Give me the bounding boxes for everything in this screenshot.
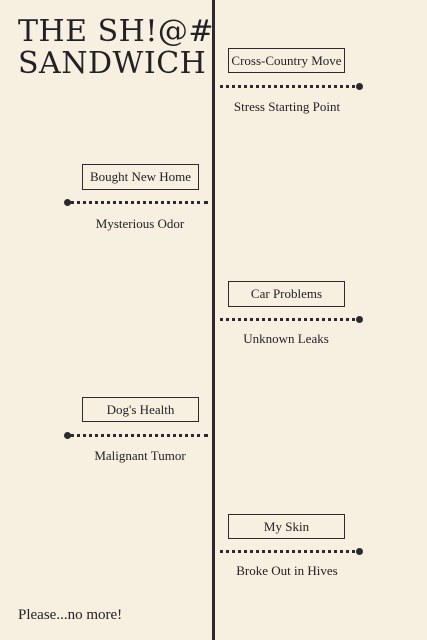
event-caption: Stress Starting Point	[233, 99, 341, 114]
event-connector-line	[220, 550, 355, 553]
event-box-bought-new-home: Bought New Home	[82, 164, 199, 190]
event-caption: Broke Out in Hives	[236, 563, 338, 578]
event-caption: Malignant Tumor	[94, 448, 186, 463]
event-box-car-problems: Car Problems	[228, 281, 345, 307]
event-label: My Skin	[263, 518, 310, 534]
footer-text: Please...no more!	[18, 607, 123, 623]
event-endpoint-dot	[64, 199, 71, 206]
event-connector-line	[220, 318, 355, 321]
event-connector-line	[70, 434, 208, 437]
event-endpoint-dot	[356, 548, 363, 555]
page-title: THE SH!@# SANDWICH	[18, 16, 214, 80]
event-connector-line	[70, 201, 208, 204]
title-line-2: SANDWICH	[18, 46, 207, 81]
event-label: Car Problems	[250, 286, 323, 301]
event-endpoint-dot	[356, 83, 363, 90]
timeline-spine	[212, 0, 215, 640]
event-box-cross-country-move: Cross-Country Move	[228, 48, 345, 73]
event-label: Cross-Country Move	[231, 52, 342, 68]
event-box-dogs-health: Dog's Health	[82, 397, 199, 422]
event-caption: Mysterious Odor	[95, 216, 185, 231]
event-endpoint-dot	[64, 432, 71, 439]
event-label: Bought New Home	[89, 169, 192, 184]
event-label: Dog's Health	[106, 401, 175, 417]
title-line-1: THE SH!@#	[18, 14, 215, 49]
event-box-my-skin: My Skin	[228, 514, 345, 539]
event-connector-line	[220, 85, 355, 88]
event-caption: Unknown Leaks	[243, 331, 329, 346]
event-endpoint-dot	[356, 316, 363, 323]
